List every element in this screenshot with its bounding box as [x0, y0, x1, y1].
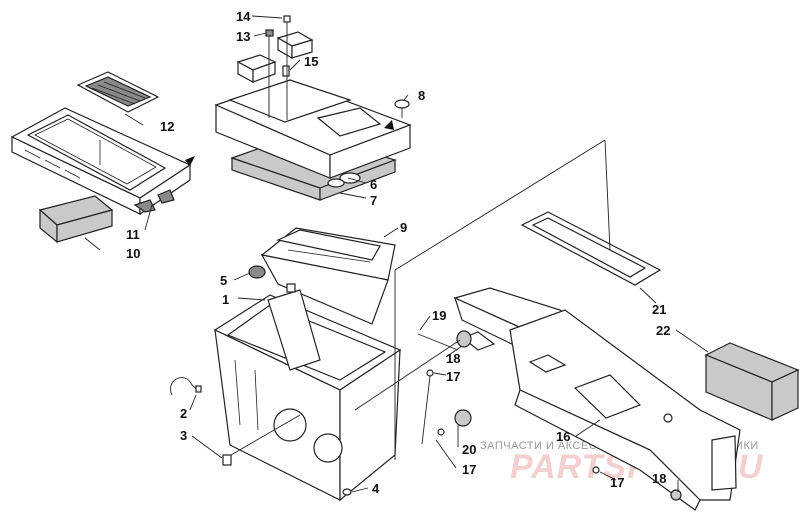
- part-4-drain-plug: [342, 488, 352, 496]
- callout-16: 16: [556, 429, 570, 444]
- part-12-grille-plate: [76, 71, 160, 113]
- callout-9: 9: [400, 220, 407, 235]
- part-14-bolt: [283, 15, 291, 120]
- callout-18a: 18: [446, 351, 460, 366]
- callout-20: 20: [462, 442, 476, 457]
- part-8-push-rivet: [394, 99, 410, 118]
- callout-17a: 17: [446, 369, 460, 384]
- part-9-airbox-lid: [260, 227, 396, 325]
- part-3-drain-cap: [222, 414, 301, 466]
- part-17-screw: [421, 369, 600, 474]
- callout-18b: 18: [652, 471, 666, 486]
- callout-6: 6: [370, 177, 377, 192]
- part-19-cable: [417, 333, 459, 351]
- assembly-lines: [354, 139, 611, 460]
- callout-17c: 17: [610, 475, 624, 490]
- part-15-relays: [236, 31, 314, 83]
- part-11-filter-housing: [10, 107, 195, 216]
- callouts: 14 13 15 8 12 6 7 11 10 9 5 1 2 3 4 19 1…: [126, 9, 670, 496]
- callout-21: 21: [652, 302, 666, 317]
- callout-12: 12: [160, 119, 174, 134]
- callout-19: 19: [432, 308, 446, 323]
- part-22-foam-block: [704, 342, 800, 421]
- callout-17b: 17: [462, 462, 476, 477]
- callout-14: 14: [236, 9, 251, 24]
- part-16-console: [453, 287, 741, 511]
- callout-7: 7: [370, 193, 377, 208]
- callout-5: 5: [220, 273, 227, 288]
- part-5-grommet: [248, 265, 266, 279]
- callout-22: 22: [656, 323, 670, 338]
- callout-10: 10: [126, 246, 140, 261]
- part-6-electrical-tray: [214, 79, 412, 188]
- callout-15: 15: [304, 54, 318, 69]
- part-18-washer: [456, 330, 682, 501]
- callout-3: 3: [180, 428, 187, 443]
- part-21-bezel: [520, 211, 662, 286]
- callout-2: 2: [180, 406, 187, 421]
- part-1-airbox: [213, 283, 402, 502]
- part-20-cap: [454, 409, 472, 427]
- leader-lines: [84, 15, 709, 493]
- part-2-clip-wire: [170, 377, 202, 396]
- callout-8: 8: [418, 88, 425, 103]
- callout-11: 11: [126, 227, 140, 242]
- callout-13: 13: [236, 29, 250, 44]
- callout-1: 1: [222, 292, 229, 307]
- callout-4: 4: [372, 481, 380, 496]
- part-10-foam-pad: [38, 195, 114, 244]
